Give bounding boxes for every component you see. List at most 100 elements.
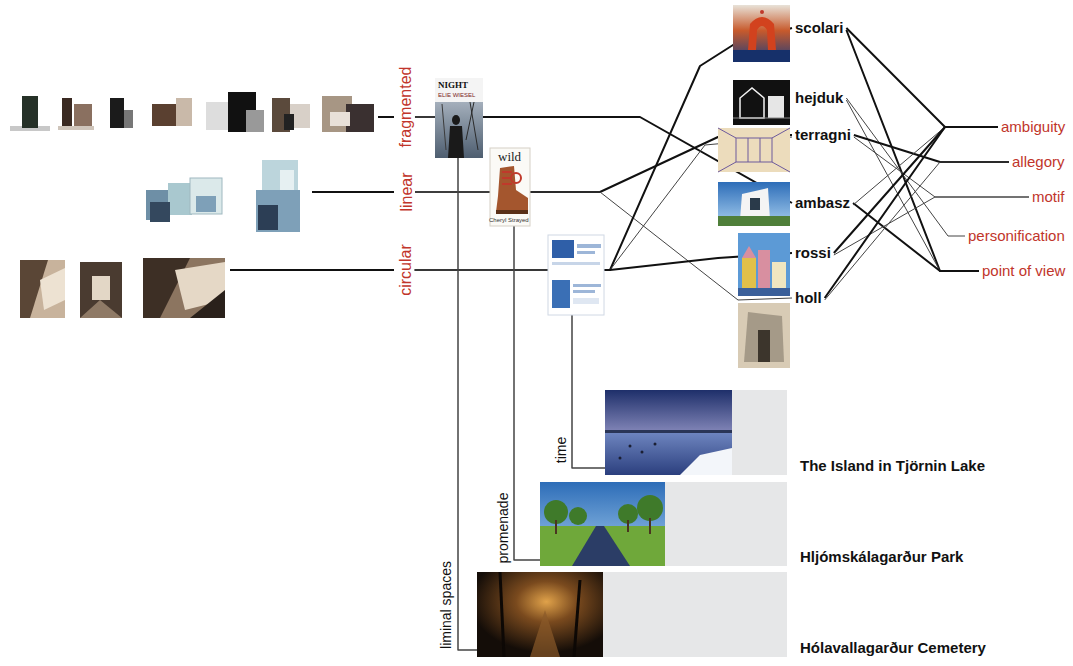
hejduk-thumbnail	[740, 88, 764, 118]
model-photo	[74, 104, 92, 126]
lake-photo	[654, 443, 657, 446]
hejduk-thumbnail	[768, 96, 784, 118]
lake-photo	[629, 445, 632, 448]
park-photo	[627, 520, 629, 532]
rossi-thumbnail	[738, 288, 790, 296]
literary-term: ambiguity	[998, 118, 1068, 136]
book-cover	[466, 102, 474, 140]
terragni-thumbnail	[718, 162, 736, 172]
model-photo	[246, 110, 264, 132]
connector-line	[834, 197, 1029, 255]
book-cover	[548, 235, 604, 315]
hejduk-thumbnail	[733, 80, 790, 125]
book-cover-text: ELIE WIESEL	[438, 92, 475, 98]
book-cover	[490, 148, 530, 226]
collage-photo	[196, 196, 216, 212]
literary-term-text: personification	[968, 227, 1065, 245]
interior-photo	[20, 260, 65, 318]
literary-term-text: allegory	[1012, 153, 1065, 171]
book-cover	[496, 166, 528, 212]
book-cover	[577, 251, 595, 254]
architect-label: rossi	[792, 244, 834, 262]
connector-line	[846, 100, 979, 271]
rossi-thumbnail	[742, 246, 756, 258]
category-label: linear	[397, 170, 415, 213]
park-photo	[649, 518, 651, 534]
interior-photo	[20, 258, 225, 318]
rossi-thumbnail	[742, 258, 756, 292]
site-node: The Island in Tjörnin Lake	[605, 390, 985, 475]
category-label: fragmented	[397, 65, 415, 150]
edge-label: promenade	[495, 491, 511, 566]
lake-photo	[605, 390, 732, 475]
architect-label: scolari	[792, 19, 846, 37]
book-cover	[442, 104, 446, 150]
literary-term: point of view	[979, 262, 1068, 280]
site-node: Hólavallagarður Cemetery	[477, 572, 986, 657]
terragni-thumbnail	[718, 128, 790, 172]
architect-label-text: rossi	[795, 244, 831, 262]
model-photo	[62, 98, 72, 128]
collage-photo	[280, 170, 294, 190]
leader-line	[378, 116, 394, 118]
model-photo	[330, 112, 350, 126]
holl-thumbnail	[738, 303, 790, 368]
cemetery-photo	[477, 572, 603, 657]
scolari-thumbnail	[760, 10, 764, 14]
collage-photo	[190, 178, 222, 214]
connector-line	[854, 137, 1029, 197]
model-photo	[58, 126, 94, 130]
connector-line	[415, 28, 792, 270]
interior-photo	[190, 290, 225, 318]
interior-photo	[80, 262, 122, 318]
park-photo	[569, 507, 587, 525]
leader-line	[230, 117, 394, 270]
architect-label-text: terragni	[795, 126, 851, 144]
model-photo	[346, 104, 374, 132]
leader-line	[230, 269, 394, 271]
connector-line	[825, 127, 998, 298]
book-cover	[577, 244, 601, 248]
park-photo	[544, 495, 663, 525]
rossi-thumbnail	[738, 233, 790, 296]
literary-term-text: ambiguity	[1001, 118, 1065, 136]
book-cover	[448, 126, 464, 158]
connector-line	[415, 192, 540, 560]
cemetery-photo	[500, 572, 504, 657]
collage-photo	[146, 160, 300, 232]
scolari-thumbnail	[748, 17, 776, 50]
book-cover	[435, 78, 483, 158]
lake-photo	[680, 448, 732, 475]
literary-term-text: motif	[1032, 188, 1065, 206]
model-photo	[124, 110, 133, 128]
connector-line	[853, 203, 979, 271]
ambasz-thumbnail	[718, 182, 790, 226]
grey-band	[603, 572, 787, 657]
scolari-thumbnail	[733, 5, 790, 62]
edge-label: liminal spaces	[438, 559, 454, 651]
cemetery-photo	[477, 572, 603, 657]
book-cover	[511, 173, 521, 183]
park-photo	[540, 482, 665, 566]
book-cover-text: NIGHT	[438, 81, 468, 90]
literary-term-text: point of view	[982, 262, 1065, 280]
site-node-text: Hljómskálagarður Park	[800, 548, 963, 566]
model-photo	[152, 104, 180, 126]
cemetery-photo	[574, 580, 580, 657]
architect-label: hejduk	[792, 89, 846, 107]
terragni-thumbnail	[718, 128, 736, 138]
architect-label-text: ambasz	[795, 194, 850, 212]
lake-photo	[641, 451, 644, 454]
model-photo	[110, 98, 124, 128]
book-cover	[552, 280, 570, 308]
collage-photo	[168, 183, 192, 215]
park-photo	[540, 526, 665, 566]
park-photo	[555, 520, 557, 534]
book-cover-text: Cheryl Strayed	[489, 217, 529, 223]
ambasz-thumbnail	[740, 188, 770, 220]
book-cover	[452, 115, 460, 125]
model-photo	[206, 102, 228, 130]
model-photo	[10, 92, 374, 132]
park-photo	[637, 495, 663, 521]
category-label: circular	[397, 242, 415, 298]
